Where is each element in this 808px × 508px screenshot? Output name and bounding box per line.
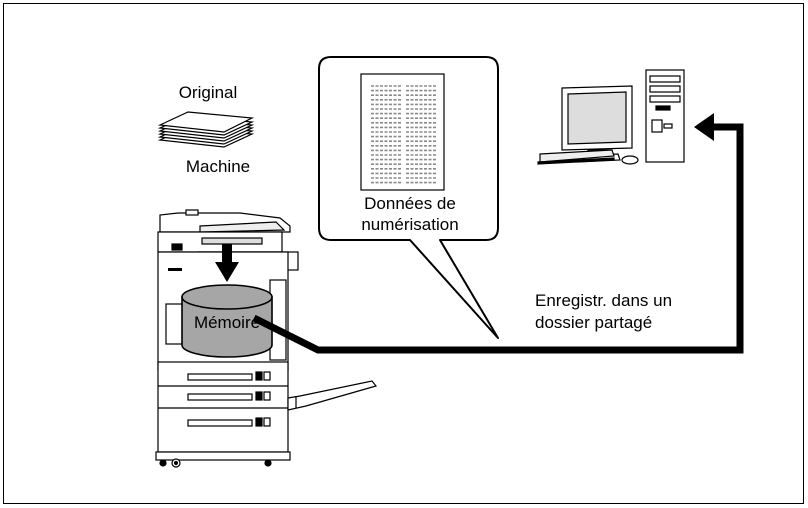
machine-label: Machine [185, 157, 251, 176]
save-label-line2: dossier partagé [535, 313, 653, 332]
scan-data-label-line1: Données de [364, 194, 456, 213]
memory-cylinder-icon [181, 284, 273, 358]
save-label-line1: Enregistr. dans un [535, 291, 673, 310]
scan-data-label-line2: numérisation [361, 215, 459, 234]
memory-label: Mémoire [193, 313, 261, 332]
desktop-computer-icon [537, 69, 685, 165]
save-path-line [252, 123, 744, 354]
scanned-document-icon [360, 73, 445, 191]
paper-stack-icon [157, 111, 255, 148]
original-label: Original [178, 83, 238, 102]
save-path-arrowhead [694, 113, 714, 141]
scan-to-memory-arrow [215, 244, 239, 282]
diagram-frame [3, 3, 804, 504]
